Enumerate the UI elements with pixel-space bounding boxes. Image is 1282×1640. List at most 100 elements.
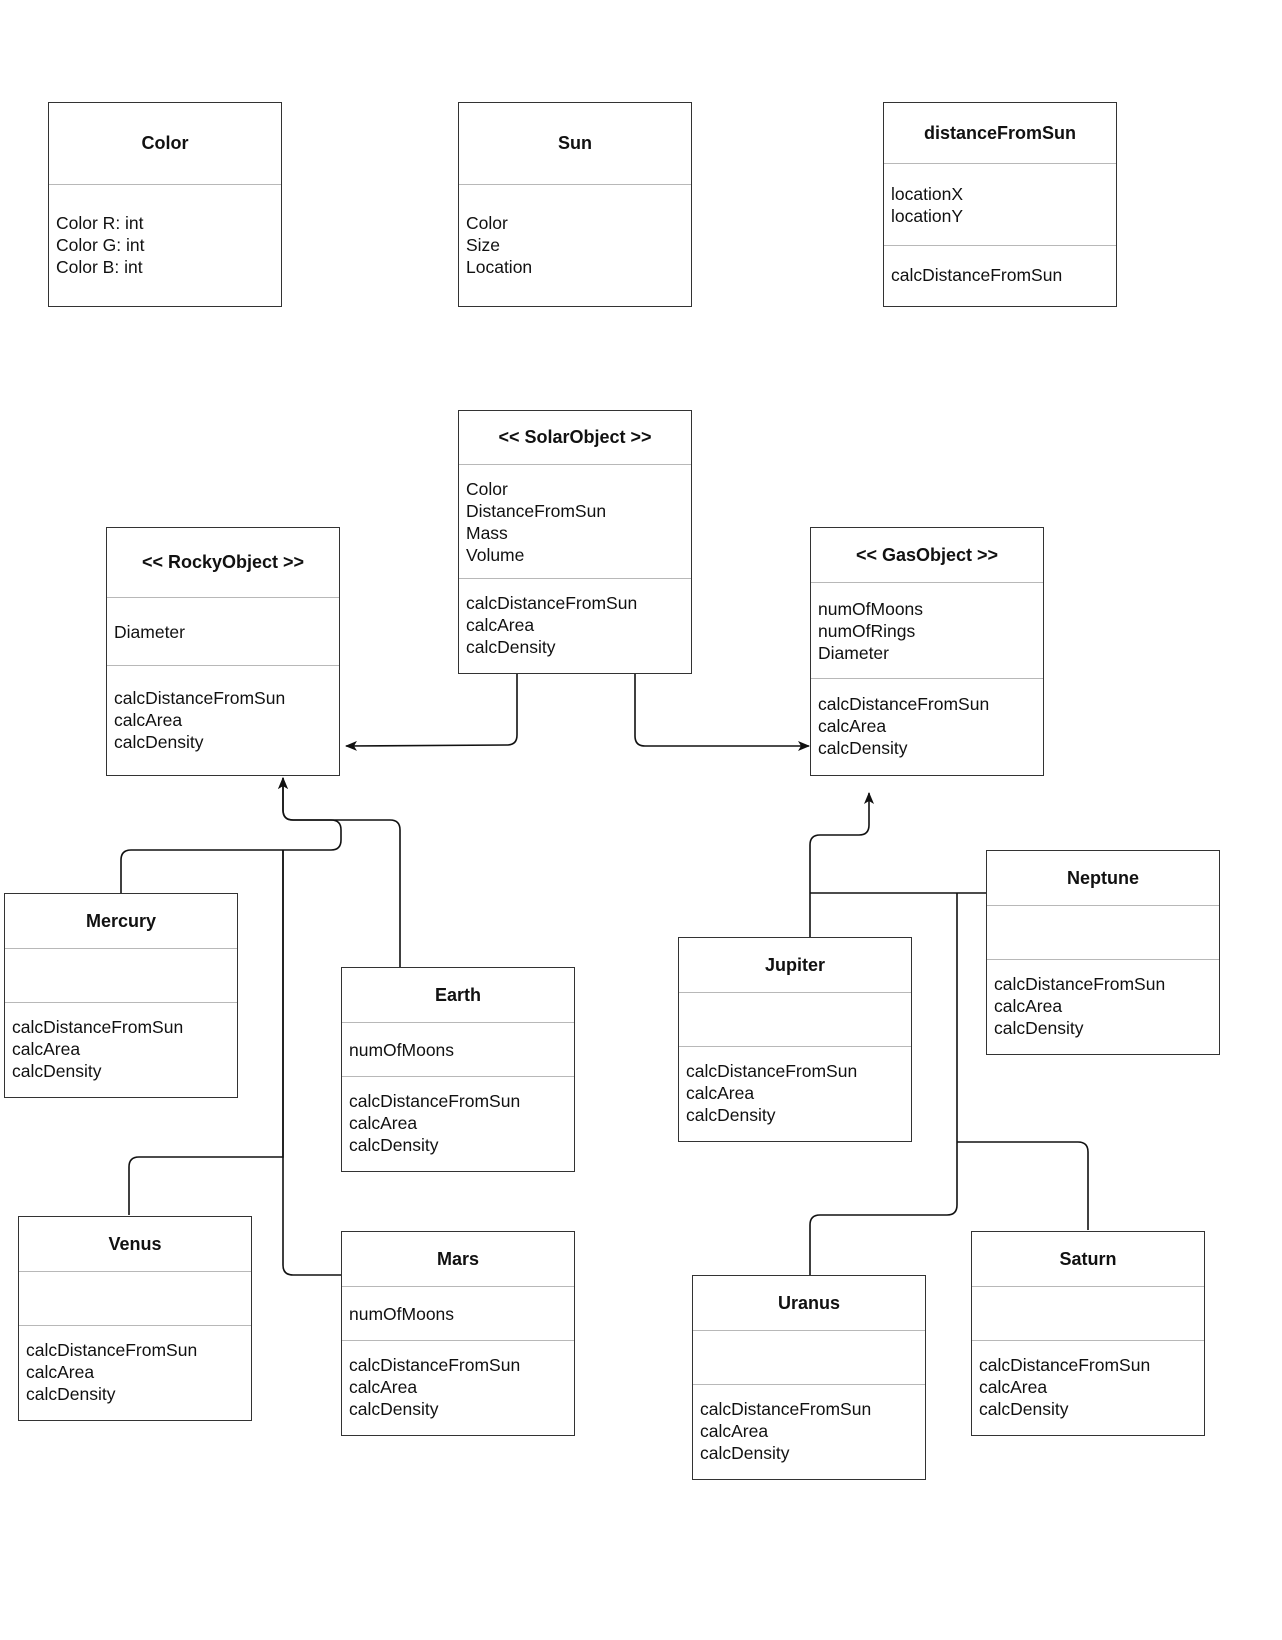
- class-earth: Earth numOfMoons calcDistanceFromSun cal…: [341, 967, 575, 1172]
- attribute: numOfMoons: [349, 1303, 455, 1324]
- attribute: Diameter: [818, 642, 889, 663]
- class-color-attributes: Color R: int Color G: int Color B: int: [49, 185, 281, 305]
- class-color-name: Color: [49, 103, 281, 185]
- class-color: Color Color R: int Color G: int Color B:…: [48, 102, 282, 307]
- method: calcDensity: [979, 1399, 1069, 1419]
- attribute: Volume: [466, 544, 525, 565]
- connector-uranus-to-gasobject: [809, 893, 958, 1275]
- method: calcDistanceFromSun: [12, 1017, 184, 1037]
- method: calcArea: [26, 1362, 95, 1382]
- method: calcDistanceFromSun: [700, 1399, 872, 1419]
- class-neptune-attributes: [987, 906, 1219, 960]
- attribute: Diameter: [114, 621, 185, 642]
- attribute: DistanceFromSun: [466, 500, 607, 521]
- class-rocky-object-methods: calcDistanceFromSun calcArea calcDensity: [107, 666, 339, 773]
- class-neptune-methods: calcDistanceFromSun calcArea calcDensity: [987, 960, 1219, 1052]
- attribute: numOfRings: [818, 620, 916, 641]
- class-mars: Mars numOfMoons calcDistanceFromSun calc…: [341, 1231, 575, 1436]
- method: calcDistanceFromSun: [466, 593, 638, 613]
- class-saturn-attributes: [972, 1287, 1204, 1341]
- class-mercury: Mercury calcDistanceFromSun calcArea cal…: [4, 893, 238, 1098]
- class-rocky-object: << RockyObject >> Diameter calcDistanceF…: [106, 527, 340, 776]
- class-mars-name: Mars: [342, 1232, 574, 1287]
- class-neptune: Neptune calcDistanceFromSun calcArea cal…: [986, 850, 1220, 1055]
- class-saturn-methods: calcDistanceFromSun calcArea calcDensity: [972, 1341, 1204, 1433]
- attribute: numOfMoons: [818, 598, 924, 619]
- method: calcDistanceFromSun: [686, 1061, 858, 1081]
- method: calcArea: [466, 615, 535, 635]
- class-uranus-name: Uranus: [693, 1276, 925, 1331]
- class-distance-from-sun-name: distanceFromSun: [884, 103, 1116, 164]
- class-mercury-attributes: [5, 949, 237, 1003]
- class-uranus: Uranus calcDistanceFromSun calcArea calc…: [692, 1275, 926, 1480]
- class-venus-methods: calcDistanceFromSun calcArea calcDensity: [19, 1326, 251, 1418]
- method: calcArea: [114, 709, 183, 730]
- class-mercury-methods: calcDistanceFromSun calcArea calcDensity: [5, 1003, 237, 1095]
- class-sun-name: Sun: [459, 103, 691, 185]
- method: calcDensity: [466, 637, 556, 657]
- method: calcDensity: [818, 738, 908, 758]
- connector-solarobject-to-gasobject: [634, 674, 810, 751]
- method: calcDensity: [994, 1018, 1084, 1038]
- method: calcArea: [686, 1083, 755, 1103]
- class-jupiter-methods: calcDistanceFromSun calcArea calcDensity: [679, 1047, 911, 1139]
- class-saturn: Saturn calcDistanceFromSun calcArea calc…: [971, 1231, 1205, 1436]
- class-gas-object-attributes: numOfMoons numOfRings Diameter: [811, 583, 1043, 679]
- connector-mars-to-rockyobject: [282, 850, 341, 1276]
- connector-earth-to-rockyobject: [278, 777, 401, 967]
- method: calcDensity: [349, 1399, 439, 1419]
- connector-saturn-to-gasobject: [957, 1141, 1089, 1230]
- class-gas-object-name: << GasObject >>: [811, 528, 1043, 583]
- class-venus-name: Venus: [19, 1217, 251, 1272]
- class-sun-attributes: Color Size Location: [459, 185, 691, 305]
- class-distance-from-sun-attributes: locationX locationY: [884, 164, 1116, 246]
- method: calcArea: [818, 716, 887, 736]
- attribute: Color B: int: [56, 257, 143, 277]
- attribute: locationX: [891, 183, 963, 204]
- attribute: Mass: [466, 522, 508, 543]
- class-solar-object-name: << SolarObject >>: [459, 411, 691, 465]
- method: calcDensity: [114, 731, 204, 752]
- attribute: Location: [466, 257, 533, 277]
- method: calcArea: [349, 1377, 418, 1397]
- class-solar-object: << SolarObject >> Color DistanceFromSun …: [458, 410, 692, 674]
- method: calcDensity: [12, 1061, 102, 1081]
- class-venus: Venus calcDistanceFromSun calcArea calcD…: [18, 1216, 252, 1421]
- attribute: locationY: [891, 205, 963, 226]
- method: calcDistanceFromSun: [979, 1355, 1151, 1375]
- class-distance-from-sun: distanceFromSun locationX locationY calc…: [883, 102, 1117, 307]
- method: calcDistanceFromSun: [891, 265, 1063, 285]
- class-rocky-object-name: << RockyObject >>: [107, 528, 339, 598]
- class-solar-object-methods: calcDistanceFromSun calcArea calcDensity: [459, 579, 691, 671]
- class-jupiter: Jupiter calcDistanceFromSun calcArea cal…: [678, 937, 912, 1142]
- method: calcDistanceFromSun: [349, 1091, 521, 1111]
- connector-solarobject-to-rockyobject: [345, 674, 518, 751]
- class-venus-attributes: [19, 1272, 251, 1326]
- connector-mercury-to-rockyobject: [120, 777, 342, 893]
- method: calcDistanceFromSun: [26, 1340, 198, 1360]
- method: calcDensity: [349, 1135, 439, 1155]
- class-uranus-methods: calcDistanceFromSun calcArea calcDensity: [693, 1385, 925, 1477]
- method: calcDistanceFromSun: [114, 687, 286, 708]
- attribute: Color G: int: [56, 235, 145, 255]
- class-solar-object-attributes: Color DistanceFromSun Mass Volume: [459, 465, 691, 579]
- class-neptune-name: Neptune: [987, 851, 1219, 906]
- method: calcDensity: [26, 1384, 116, 1404]
- class-uranus-attributes: [693, 1331, 925, 1385]
- class-mars-attributes: numOfMoons: [342, 1287, 574, 1341]
- class-saturn-name: Saturn: [972, 1232, 1204, 1287]
- class-gas-object-methods: calcDistanceFromSun calcArea calcDensity: [811, 679, 1043, 773]
- method: calcDensity: [700, 1443, 790, 1463]
- class-earth-methods: calcDistanceFromSun calcArea calcDensity: [342, 1077, 574, 1169]
- class-jupiter-attributes: [679, 993, 911, 1047]
- attribute: Color: [466, 213, 508, 233]
- method: calcDistanceFromSun: [818, 694, 990, 714]
- attribute: Color: [466, 478, 508, 499]
- class-mercury-name: Mercury: [5, 894, 237, 949]
- class-earth-name: Earth: [342, 968, 574, 1023]
- class-rocky-object-attributes: Diameter: [107, 598, 339, 666]
- method: calcDistanceFromSun: [994, 974, 1166, 994]
- method: calcArea: [994, 996, 1063, 1016]
- attribute: Size: [466, 235, 501, 255]
